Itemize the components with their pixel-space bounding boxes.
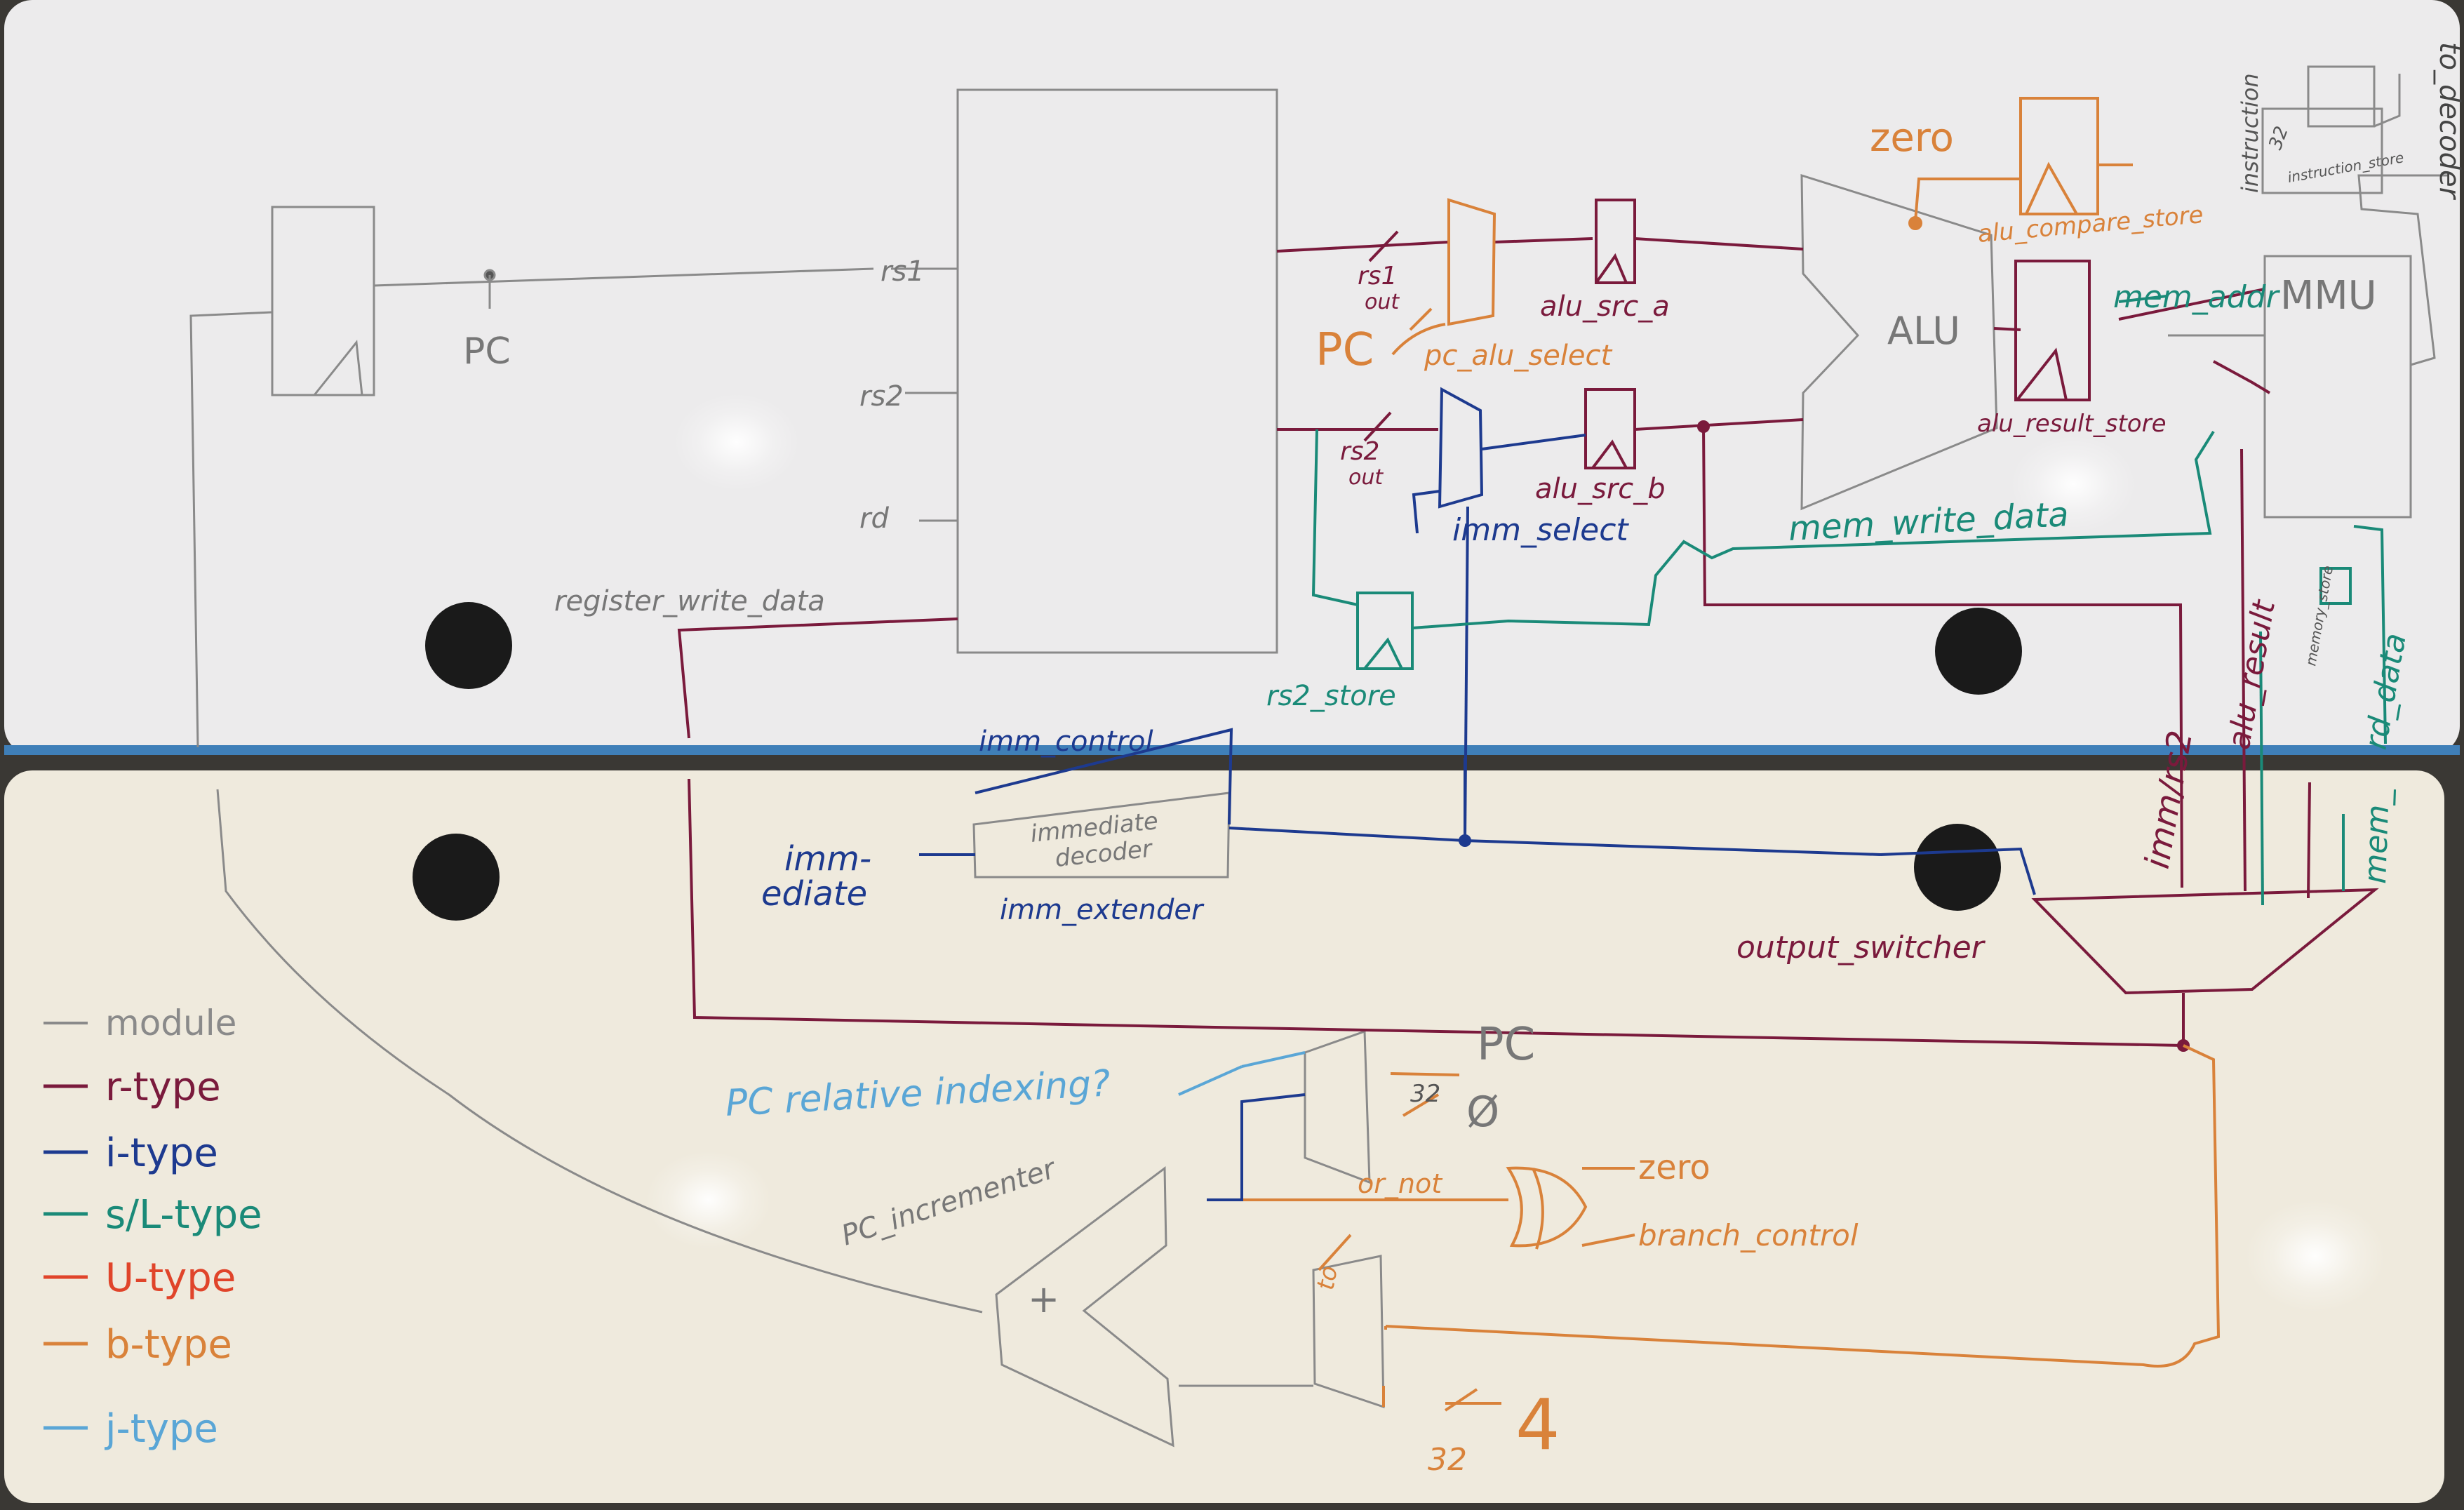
pc-out-label: PC (1477, 1019, 1535, 1071)
legend-item-j-type: j-type (43, 1406, 218, 1452)
rs2-out-sub-label: out (1348, 465, 1384, 490)
rs2-store-label: rs2_store (1266, 680, 1396, 712)
alu-src-a-register (1595, 199, 1636, 284)
instruction-store (2261, 107, 2383, 194)
immediate-decoder-shape (972, 791, 1231, 878)
imm-extender-label: imm_extender (1000, 894, 1205, 926)
bus-width-1: 32 (1410, 1080, 1440, 1108)
pc-label: PC (463, 330, 511, 373)
pc-alu-select-label: pc_alu_select (1424, 340, 1613, 372)
zero-label: zero (1870, 115, 1954, 161)
legend-label: b-type (105, 1322, 232, 1368)
alu-label: ALU (1887, 309, 1960, 353)
lower-whiteboard (4, 770, 2444, 1503)
legend-label: j-type (104, 1406, 218, 1452)
pc-alu-select-mux (1447, 198, 1497, 326)
mem-addr-label: mem_addr (2113, 279, 2281, 315)
legend-item-module: module (43, 1003, 236, 1043)
board-hole (425, 602, 512, 689)
pc-out-sub-label: Ø (1466, 1088, 1499, 1137)
legend-label: r-type (105, 1064, 221, 1110)
plus-label: + (1028, 1277, 1059, 1321)
imm-select-label: imm_select (1452, 512, 1629, 548)
imm-select-mux (1438, 387, 1484, 509)
rs2-out-label: rs2 (1340, 437, 1379, 466)
imm-input-label-2: ediate (761, 874, 867, 914)
legend-item-s-l-type: s/L-type (43, 1192, 262, 1238)
rd-label: rd (859, 502, 889, 535)
rs1-out-sub-label: out (1365, 290, 1400, 314)
rs2-label: rs2 (859, 380, 904, 413)
board-hole (1935, 608, 2022, 695)
imm-control-label: imm_control (979, 726, 1153, 758)
output-switcher-label: output_switcher (1736, 930, 1986, 966)
legend-label: module (105, 1003, 236, 1043)
board-hole (413, 834, 500, 921)
legend-label: i-type (105, 1130, 218, 1176)
constant-four-label: 4 (1515, 1384, 1560, 1466)
legend-item-i-type: i-type (43, 1130, 218, 1176)
or-gate (1506, 1166, 1588, 1248)
legend-item-u-type: U-type (43, 1255, 236, 1301)
imm-input-label: imm- (784, 839, 871, 878)
mmu-box (2263, 255, 2412, 519)
legend-label: U-type (105, 1255, 236, 1301)
register-write-data-label: register_write_data (554, 585, 825, 617)
to-decoder-label: to_decoder (2433, 42, 2464, 201)
bus-width-2: 32 (1428, 1442, 1467, 1478)
upper-whiteboard (4, 0, 2460, 754)
pc-incrementer-shape (995, 1166, 1174, 1448)
board-hole (1914, 824, 2001, 911)
to-label: to (1311, 1264, 1343, 1292)
instruction-label: instruction (2237, 73, 2263, 193)
rs1-out-label: rs1 (1358, 262, 1397, 290)
gate-out-label: or_not (1358, 1168, 1443, 1199)
alu-src-a-label: alu_src_a (1540, 290, 1670, 323)
legend: module r-type i-type s/L-type U-type b-t… (43, 1003, 262, 1452)
pc-register (271, 206, 375, 396)
alu-src-b-label: alu_src_b (1535, 473, 1666, 505)
alu-compare-store (2019, 97, 2099, 215)
rs1-label: rs1 (881, 255, 925, 288)
pc-clock (313, 340, 363, 396)
legend-label: s/L-type (105, 1192, 262, 1238)
legend-item-b-type: b-type (43, 1322, 232, 1368)
legend-item-r-type: r-type (43, 1064, 221, 1110)
register-file (956, 88, 1278, 654)
rs2-store-register (1356, 592, 1414, 670)
branch-zero-label: zero (1638, 1148, 1710, 1187)
branch-control-label: branch_control (1638, 1218, 1859, 1252)
alu-result-store-label: alu_result_store (1977, 410, 2167, 438)
mem-label: mem_ (2357, 788, 2397, 884)
mmu-label: MMU (2280, 273, 2377, 319)
alu-src-b-register (1584, 388, 1636, 469)
alu-result-store (2014, 260, 2091, 401)
alu-shape (1800, 173, 1998, 511)
pc-input-label: PC (1315, 324, 1374, 376)
